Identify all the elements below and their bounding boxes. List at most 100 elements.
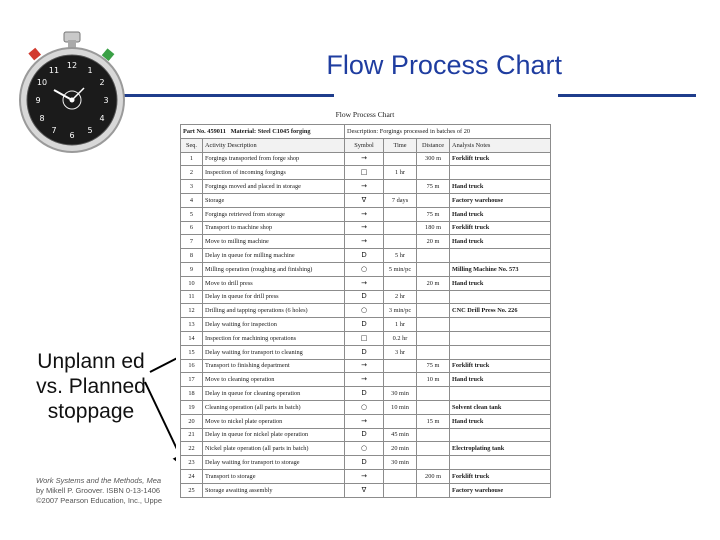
credit-text: Work Systems and the Methods, Mea by Mik… [36,476,176,506]
svg-text:7: 7 [51,126,56,135]
cell-symbol: → [344,179,385,194]
svg-text:5: 5 [87,126,92,135]
cell-time: 2 hr [383,289,418,305]
cell-symbol: □ [344,330,385,346]
svg-text:4: 4 [99,114,104,123]
cell-seq: 22 [180,441,203,457]
cell-activity: Nickel plate operation (all parts in bat… [201,441,346,457]
cell-symbol: □ [344,165,385,181]
cell-seq: 16 [180,358,203,374]
cell-symbol: → [344,468,385,484]
cell-activity: Transport to machine shop [201,220,346,236]
svg-text:1: 1 [87,66,92,75]
cell-seq: 3 [180,179,203,194]
cell-distance [416,317,451,332]
cell-activity: Transport to finishing department [201,358,346,374]
cell-activity: Move to drill press [201,275,346,291]
cell-symbol: ∇ [344,482,385,498]
cell-symbol: → [344,358,385,374]
cell-seq: 7 [180,234,203,250]
part-no-cell: Part No. 459011 Material: Steel C1045 fo… [179,124,346,139]
cell-activity: Drilling and tapping operations (6 holes… [201,303,346,319]
col-header-time: Time [383,137,418,153]
cell-note [449,317,552,332]
cell-time [383,413,418,429]
cell-note: Forklift truck [449,468,552,484]
title-rule-left [122,94,334,97]
cell-note [449,427,552,443]
cell-activity: Delay in queue for nickel plate operatio… [201,427,346,443]
cell-time [383,151,418,167]
cell-distance [416,165,451,181]
cell-note [449,248,552,263]
cell-distance: 75 m [416,206,451,222]
cell-activity: Forgings moved and placed in storage [201,179,346,194]
cell-note: Hand truck [449,206,552,222]
col-header-distance: Distance [416,137,451,153]
cell-symbol: ○ [344,303,385,319]
cell-seq: 21 [180,427,203,443]
cell-time: 30 min [383,455,418,470]
title-rule-right [558,94,696,97]
cell-time [383,372,418,388]
cell-symbol: → [344,206,385,222]
cell-seq: 15 [180,344,203,360]
cell-time: 5 hr [383,248,418,263]
cell-distance: 180 m [416,220,451,236]
cell-note: Milling Machine No. 573 [449,261,552,277]
cell-distance: 75 m [416,358,451,374]
svg-text:12: 12 [67,61,77,70]
cell-note: Hand truck [449,179,552,194]
cell-time: 7 days [383,192,418,208]
cell-symbol: D [344,386,385,401]
cell-time [383,468,418,484]
cell-note: Forklift truck [449,358,552,374]
cell-time: 3 min/pc [383,303,418,319]
stopwatch-icon: 12 1 2 3 4 5 6 7 8 9 10 11 [19,31,125,153]
cell-seq: 17 [180,372,203,388]
cell-note [449,455,552,470]
cell-symbol: → [344,413,385,429]
col-header-symbol: Symbol [344,137,385,153]
cell-seq: 19 [180,399,203,415]
svg-text:2: 2 [99,78,104,87]
cell-distance [416,303,451,319]
cell-distance [416,455,451,470]
cell-distance [416,427,451,443]
cell-time [383,482,418,498]
cell-symbol: D [344,248,385,263]
cell-time: 0.2 hr [383,330,418,346]
cell-distance: 20 m [416,275,451,291]
svg-text:8: 8 [39,114,44,123]
cell-time: 5 min/pc [383,261,418,277]
cell-distance: 15 m [416,413,451,429]
cell-activity: Milling operation (roughing and finishin… [201,261,346,277]
cell-seq: 12 [180,303,203,319]
cell-symbol: ∇ [344,192,385,208]
process-table: Part No. 459011 Material: Steel C1045 fo… [179,124,552,498]
cell-note: CNC Drill Press No. 226 [449,303,552,319]
cell-distance [416,386,451,401]
cell-activity: Storage [201,192,346,208]
chart-title: Flow Process Chart [335,110,395,119]
cell-time [383,358,418,374]
credit-line-3: ©2007 Pearson Education, Inc., Uppe [36,496,163,505]
cell-time [383,179,418,194]
cell-activity: Delay waiting for inspection [201,317,346,332]
credit-line-1: Work Systems and the Methods, Mea [36,476,162,485]
cell-symbol: D [344,317,385,332]
cell-symbol: → [344,372,385,388]
